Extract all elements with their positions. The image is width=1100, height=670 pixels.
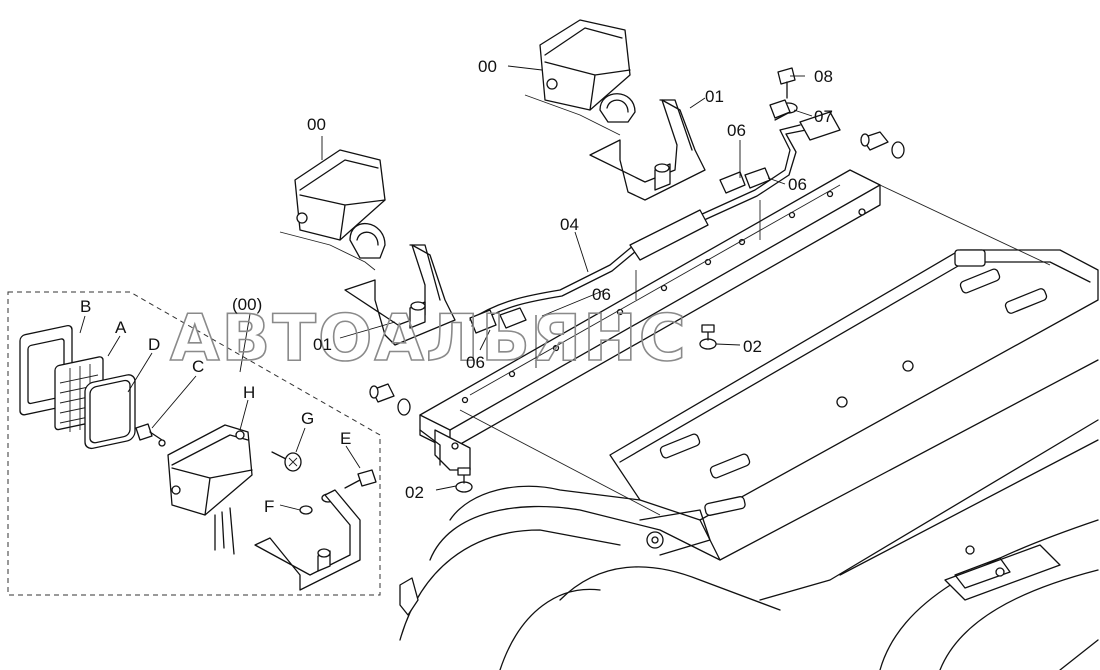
- callout-00-right: 00: [478, 57, 497, 76]
- roof-slot-1: [959, 268, 1001, 294]
- clip-3: [469, 309, 497, 334]
- part-d-gasket: [84, 374, 136, 450]
- part-c-screw: [135, 423, 166, 447]
- work-lamp-left: [279, 149, 386, 271]
- roof-slot-5: [704, 496, 746, 516]
- callout-06-c: 06: [592, 285, 611, 304]
- part-h-housing: [167, 424, 253, 555]
- leader-lines: [79, 65, 813, 511]
- watermark-text: АВТОАЛЬЯНС: [170, 302, 688, 376]
- callout-g: G: [301, 409, 314, 428]
- clip-2: [744, 167, 771, 189]
- cab-roof: [399, 249, 1099, 670]
- bolt-08: [777, 67, 796, 99]
- callout-08: 08: [814, 67, 833, 86]
- roof-slot-3: [659, 433, 701, 459]
- callout-02-mid: 02: [743, 337, 762, 356]
- callout-04: 04: [560, 215, 579, 234]
- clip-1: [719, 171, 746, 194]
- clip-4: [499, 307, 527, 329]
- wire-harness: [469, 111, 841, 368]
- pin-top-right: [860, 131, 905, 159]
- detail-bracket: [254, 489, 361, 591]
- callout-labels: 00 01 00 08 07 06 06 04 06 06 01 02 02 (…: [80, 57, 833, 516]
- bracket-left: [344, 244, 456, 346]
- washer-07: [769, 99, 798, 119]
- work-lamp-right: [524, 19, 636, 136]
- callout-b: B: [80, 297, 91, 316]
- roof-slot-2: [1004, 288, 1048, 314]
- callout-06-b: 06: [788, 175, 807, 194]
- callout-06-a: 06: [727, 121, 746, 140]
- callout-a: A: [115, 318, 127, 337]
- callout-d: D: [148, 335, 160, 354]
- bolt-02-low: [455, 467, 473, 493]
- part-e-bolt: [344, 469, 377, 489]
- callout-02-low: 02: [405, 483, 424, 502]
- callout-c: C: [192, 357, 204, 376]
- mounting-rail: [419, 169, 1051, 516]
- callout-01-left: 01: [313, 335, 332, 354]
- detail-box: [7, 291, 381, 596]
- part-g-screw: [271, 451, 302, 472]
- callout-f: F: [264, 497, 274, 516]
- callout-06-d: 06: [466, 353, 485, 372]
- callout-h: H: [243, 383, 255, 402]
- bolt-02-mid: [699, 324, 717, 350]
- callout-07: 07: [814, 107, 833, 126]
- callout-00-left: 00: [307, 115, 326, 134]
- callout-detail-00: (00): [232, 295, 262, 314]
- bracket-right: [589, 99, 706, 201]
- callout-01-right: 01: [705, 87, 724, 106]
- roof-slot-4: [709, 453, 751, 479]
- callout-e: E: [340, 429, 351, 448]
- pin-left: [369, 383, 411, 416]
